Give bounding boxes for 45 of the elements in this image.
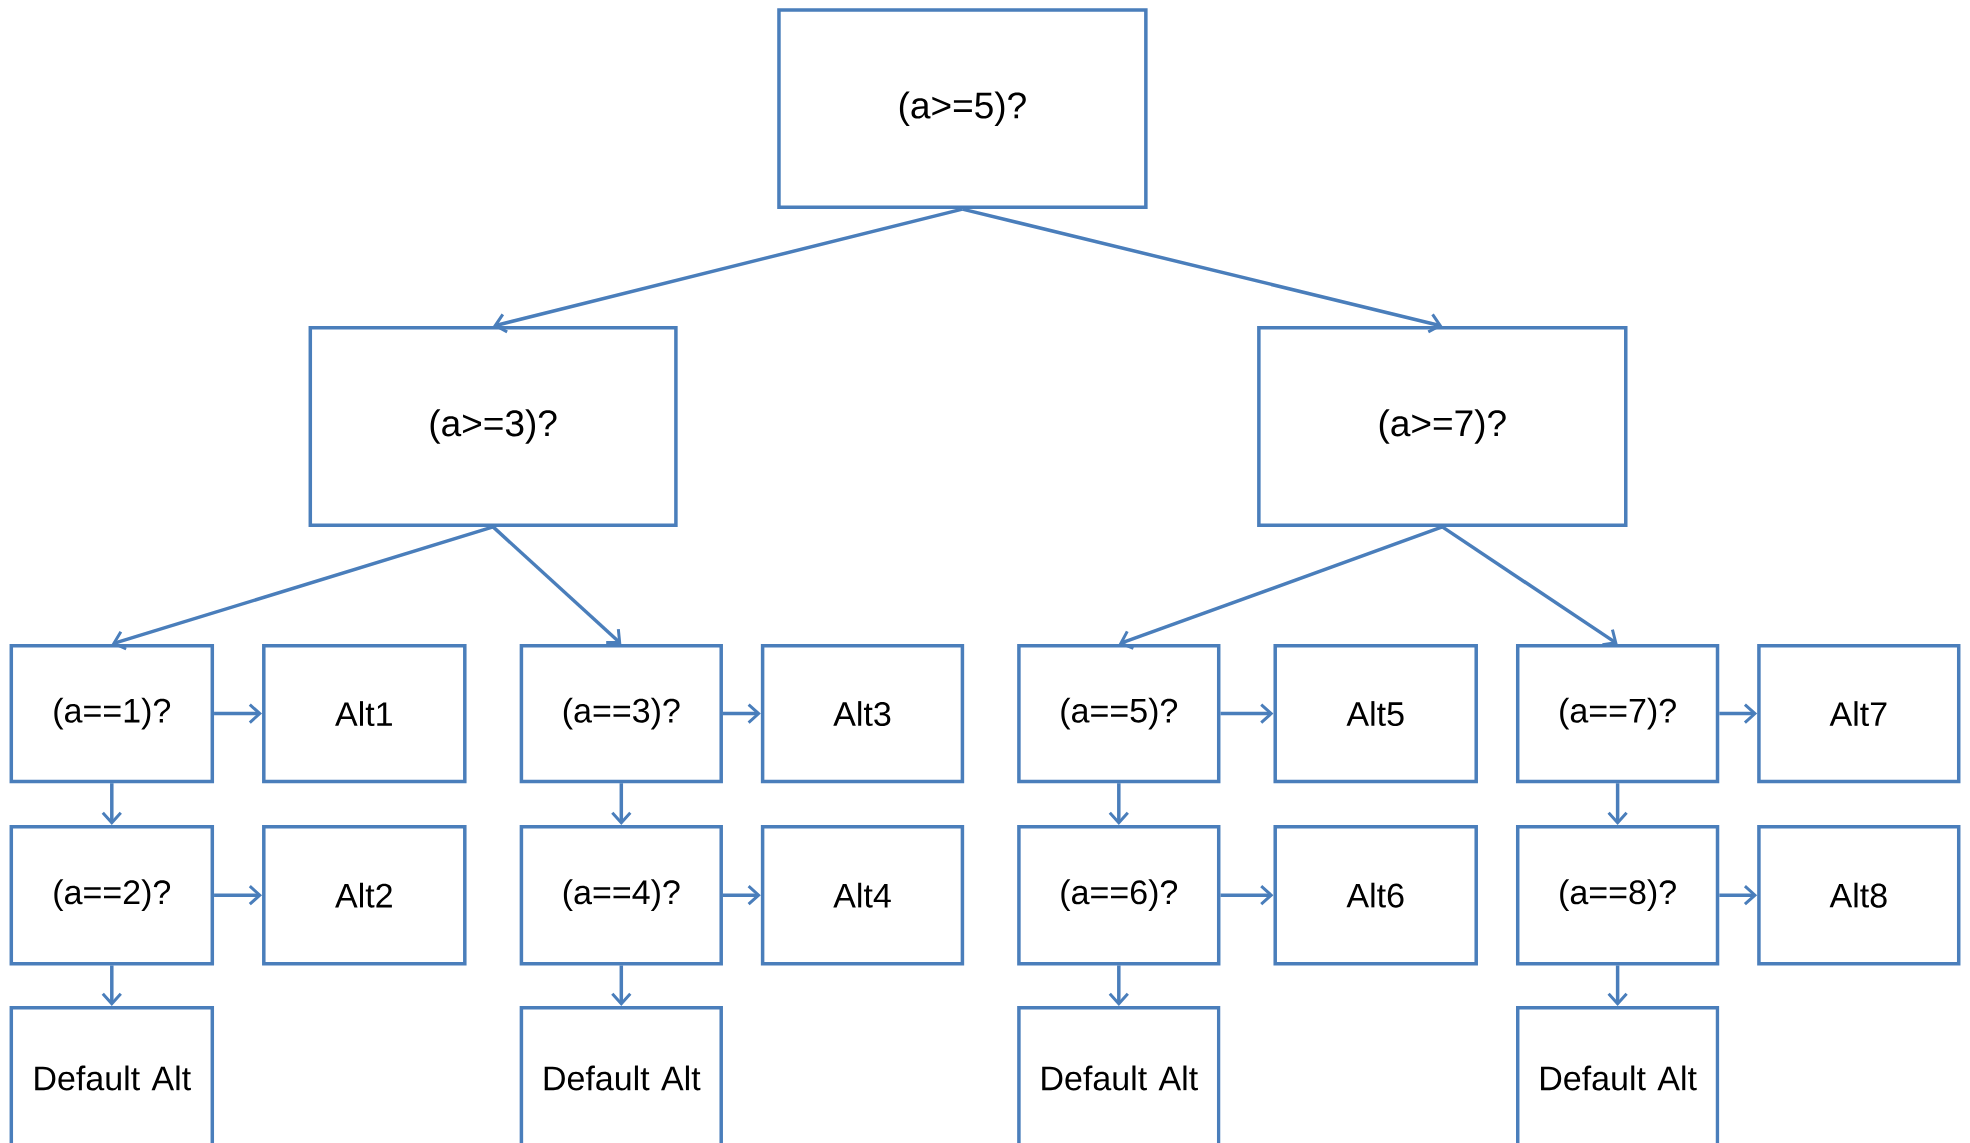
arrow	[611, 965, 632, 1006]
arrow	[1607, 783, 1628, 825]
arrow	[611, 783, 632, 825]
decision-box: (a==2)?	[9, 825, 215, 966]
arrow	[1719, 703, 1758, 724]
arrow	[1108, 965, 1129, 1006]
decision-box: (a>=7)?	[1257, 326, 1628, 527]
alternative-box: Default Alt	[1017, 1005, 1221, 1143]
arrow	[1719, 885, 1758, 906]
alternative-box: Alt8	[1757, 825, 1961, 966]
decision-box: (a==3)?	[519, 644, 723, 784]
alternative-box: Default Alt	[9, 1005, 215, 1143]
alternative-box: Default Alt	[1515, 1005, 1720, 1143]
decision-box: (a==1)?	[9, 644, 215, 784]
alternative-box: Alt4	[760, 825, 965, 966]
decision-box: (a>=3)?	[308, 326, 678, 527]
decision-box: (a==5)?	[1017, 644, 1221, 784]
arrow	[491, 525, 622, 644]
arrow	[111, 525, 494, 651]
arrow	[101, 965, 122, 1006]
arrow	[101, 783, 122, 825]
decision-box: (a==6)?	[1017, 825, 1221, 966]
alternative-box: Alt2	[262, 825, 467, 966]
decision-box: (a>=5)?	[777, 8, 1148, 210]
alternative-box: Alt6	[1273, 825, 1478, 966]
decision-box: (a==4)?	[519, 825, 723, 966]
decision-box: (a==8)?	[1515, 825, 1720, 966]
arrow	[1118, 525, 1443, 650]
alternative-box: Default Alt	[519, 1005, 723, 1143]
arrow	[722, 885, 761, 906]
alternative-box: Alt7	[1757, 644, 1961, 784]
arrow	[1441, 525, 1618, 647]
arrow	[493, 207, 963, 334]
arrow	[214, 703, 263, 724]
decision-box: (a==7)?	[1515, 644, 1720, 784]
arrow	[1607, 965, 1628, 1006]
arrow	[1108, 783, 1129, 825]
alternative-box: Alt3	[760, 644, 965, 784]
arrow	[722, 703, 761, 724]
alternative-box: Alt1	[262, 644, 467, 784]
arrow	[214, 885, 263, 906]
arrow	[1220, 703, 1274, 724]
alternative-box: Alt5	[1273, 644, 1478, 784]
arrow	[962, 207, 1443, 334]
arrow	[1220, 885, 1274, 906]
